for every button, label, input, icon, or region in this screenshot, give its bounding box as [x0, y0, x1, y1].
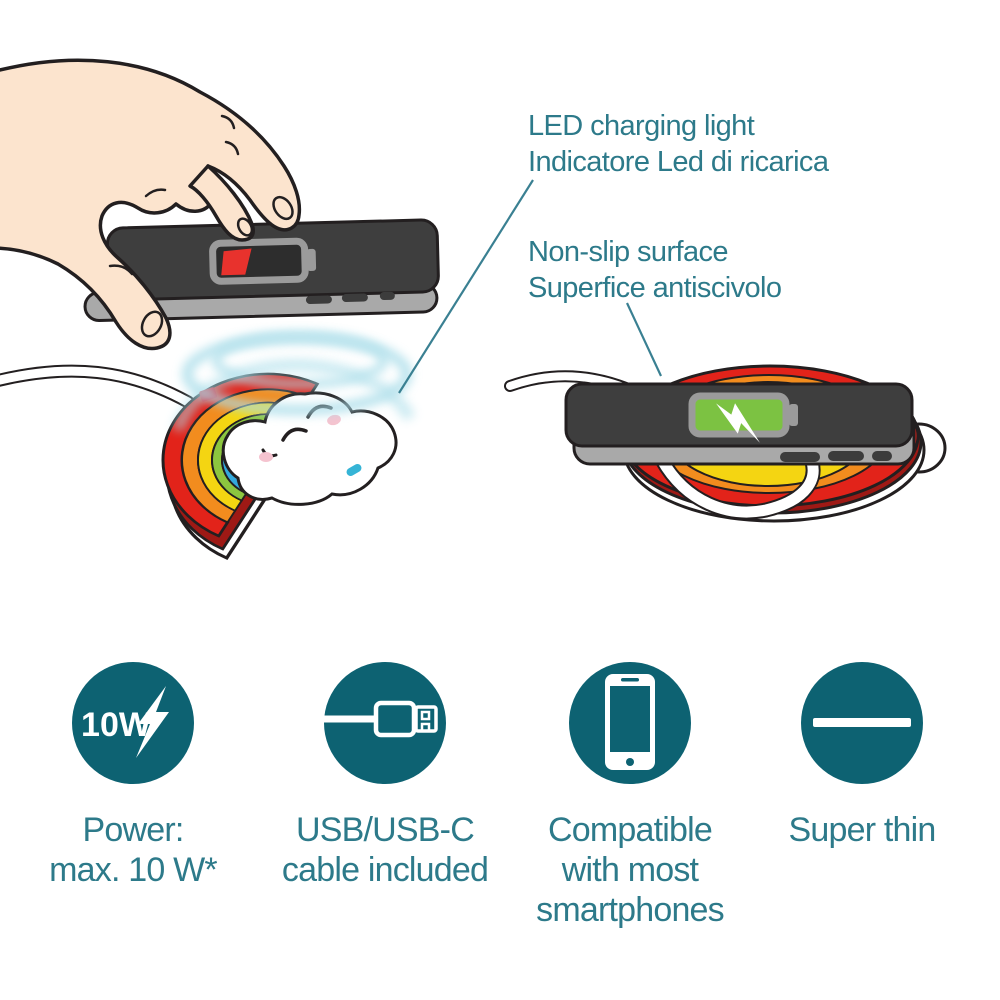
- feature-usb-cable: USB/USB-C cable included: [245, 662, 525, 890]
- thumbnail: [140, 310, 164, 338]
- cheek-right: [327, 414, 341, 426]
- caption-line: Super thin: [788, 811, 937, 849]
- feature-power: 10W Power: max. 10 W*: [0, 662, 273, 890]
- cheek-left: [259, 452, 273, 462]
- charger-illustration: [0, 58, 947, 560]
- caption-line: USB/USB-C: [296, 811, 475, 849]
- callout-led-line2: Indicatore Led di ricarica: [528, 146, 829, 178]
- phone-port-slot: [828, 451, 864, 461]
- callout-led-line1: LED charging light: [528, 110, 755, 142]
- caption-line: Power:: [82, 811, 184, 849]
- hand-illustration: [0, 58, 302, 351]
- feature-super-thin: Super thin: [722, 662, 1000, 850]
- phone-port-slot: [780, 452, 820, 462]
- caption-line: max. 10 W*: [49, 851, 218, 889]
- phone-low-battery: [83, 218, 440, 322]
- left-scene: [0, 58, 440, 560]
- fingernail: [272, 195, 294, 221]
- feature-compatibility: Compatible with most smartphones: [490, 662, 770, 930]
- phone-port-slot: [341, 293, 368, 303]
- feature-super-thin-label: Super thin: [722, 810, 1000, 850]
- callout-nonslip-line1: Non-slip surface: [528, 236, 729, 268]
- thumb-crease: [108, 264, 134, 276]
- phone-port-slot: [379, 291, 395, 301]
- cloud-face: [221, 391, 398, 506]
- knuckle-crease: [144, 188, 167, 198]
- feature-usb-label: USB/USB-C cable included: [245, 810, 525, 890]
- phone-charging: [564, 382, 916, 466]
- caption-line: with most: [561, 851, 699, 889]
- fingernail: [236, 217, 254, 237]
- usb-cable-icon: [324, 662, 446, 784]
- charging-battery-icon: [688, 392, 798, 443]
- caption-line: cable included: [281, 851, 489, 889]
- knuckle-crease: [220, 114, 236, 130]
- callout-led: LED charging light Indicatore Led di ric…: [528, 108, 829, 180]
- caption-line: Compatible: [548, 811, 713, 849]
- caption-line: smartphones: [536, 891, 725, 929]
- feature-compatibility-label: Compatible with most smartphones: [490, 810, 770, 930]
- closed-eye-left: [281, 427, 308, 442]
- low-charge-level: [221, 248, 252, 276]
- feature-power-label: Power: max. 10 W*: [0, 810, 273, 890]
- lightning-bolt-icon: [136, 686, 169, 758]
- phone-port-slot: [872, 451, 892, 461]
- callout-nonslip: Non-slip surface Superfice antiscivolo: [528, 234, 782, 306]
- thin-line-icon: [801, 662, 923, 784]
- 10w-lightning-icon: 10W: [72, 662, 194, 784]
- charger-cable-left: [0, 364, 195, 409]
- callout-nonslip-line2: Superfice antiscivolo: [528, 272, 782, 304]
- smartphone-icon: [569, 662, 691, 784]
- led-glow-halo: [172, 332, 416, 432]
- knuckle-crease: [224, 140, 240, 156]
- low-battery-icon: [209, 237, 317, 285]
- 10w-badge-text: 10W: [81, 706, 152, 744]
- rainbow-charger-left: [161, 372, 398, 560]
- right-scene: [504, 364, 947, 523]
- led-indicator: [346, 464, 362, 476]
- lightning-bolt-icon: [716, 403, 760, 443]
- phone-port-slot: [305, 295, 332, 304]
- callout-line-nonslip: [626, 302, 662, 377]
- callout-line-led: [398, 179, 534, 394]
